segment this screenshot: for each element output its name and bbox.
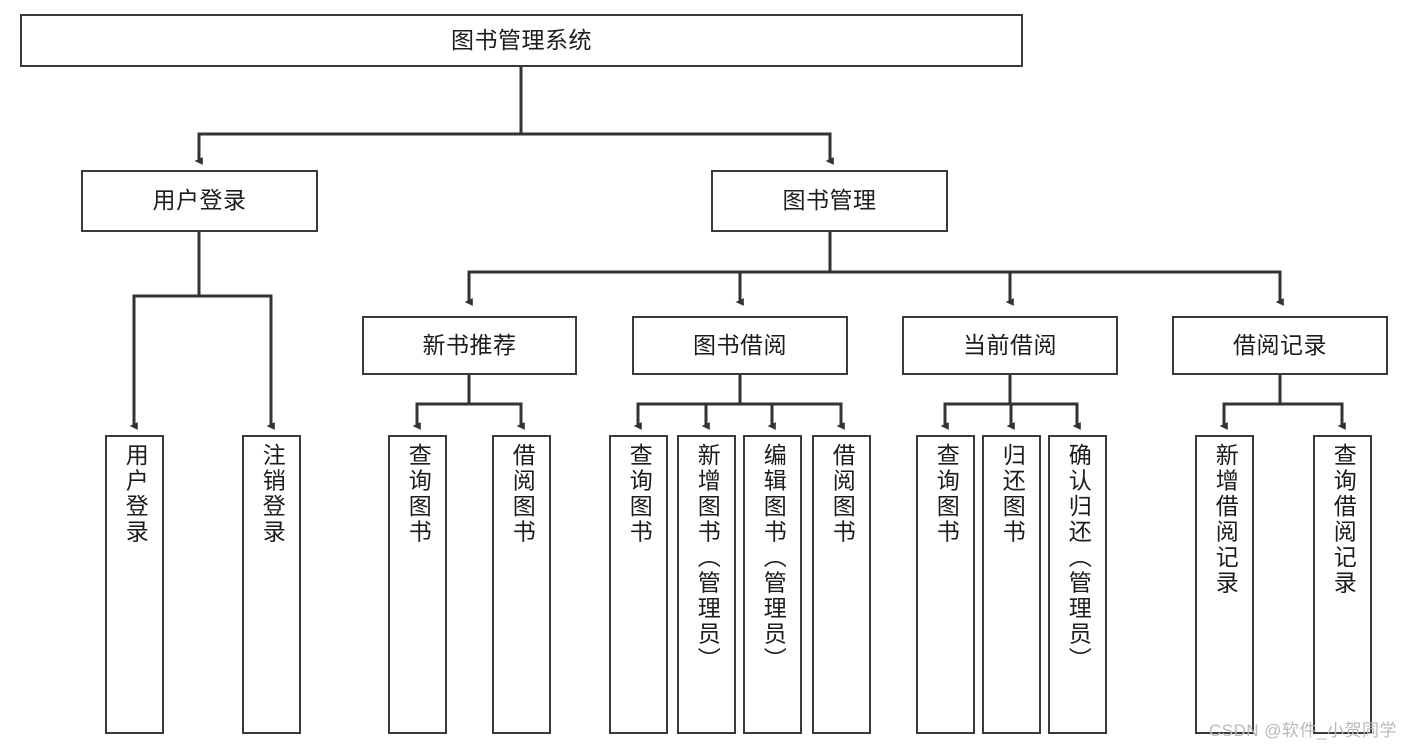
leaf-query-book-2-label: 查询图书 — [626, 443, 653, 545]
leaf-query-book-3[interactable]: 查询图书 — [916, 435, 975, 734]
node-book-borrow-label: 图书借阅 — [693, 331, 787, 358]
node-new-book-recommend-label: 新书推荐 — [422, 331, 517, 358]
leaf-borrow-book-2[interactable]: 借阅图书 — [812, 435, 871, 734]
leaf-query-book-1-label: 查询图书 — [405, 443, 432, 545]
leaf-borrow-book-2-label: 借阅图书 — [829, 443, 856, 545]
leaf-return-book-label: 归还图书 — [999, 443, 1026, 545]
leaf-logout-login-label: 注销登录 — [259, 443, 286, 545]
leaf-edit-book[interactable]: 编辑图书（管理员） — [743, 435, 802, 734]
leaf-confirm-return[interactable]: 确认归还（管理员） — [1048, 435, 1107, 734]
leaf-query-record[interactable]: 查询借阅记录 — [1313, 435, 1372, 734]
leaf-confirm-return-label: 确认归还（管理员） — [1065, 443, 1092, 673]
leaf-return-book[interactable]: 归还图书 — [982, 435, 1041, 734]
node-current-borrow-label: 当前借阅 — [963, 331, 1057, 358]
leaf-logout-login[interactable]: 注销登录 — [242, 435, 301, 734]
node-borrow-record[interactable]: 借阅记录 — [1172, 316, 1388, 375]
node-user-login-label: 用户登录 — [152, 187, 247, 214]
node-user-login[interactable]: 用户登录 — [81, 170, 318, 232]
leaf-add-book-label: 新增图书（管理员） — [694, 443, 721, 673]
node-book-manage-label: 图书管理 — [782, 187, 877, 214]
node-new-book-recommend[interactable]: 新书推荐 — [362, 316, 577, 375]
leaf-add-record-label: 新增借阅记录 — [1212, 443, 1239, 596]
leaf-query-book-3-label: 查询图书 — [933, 443, 960, 545]
leaf-user-login[interactable]: 用户登录 — [105, 435, 164, 734]
node-root-label: 图书管理系统 — [451, 26, 592, 53]
leaf-query-book-2[interactable]: 查询图书 — [609, 435, 668, 734]
leaf-borrow-book-1-label: 借阅图书 — [509, 443, 536, 545]
leaf-query-record-label: 查询借阅记录 — [1330, 443, 1357, 596]
leaf-user-login-label: 用户登录 — [122, 443, 149, 545]
leaf-add-book[interactable]: 新增图书（管理员） — [677, 435, 736, 734]
node-borrow-record-label: 借阅记录 — [1233, 331, 1327, 358]
leaf-query-book-1[interactable]: 查询图书 — [388, 435, 447, 734]
node-root[interactable]: 图书管理系统 — [20, 14, 1023, 67]
leaf-edit-book-label: 编辑图书（管理员） — [760, 443, 787, 673]
leaf-add-record[interactable]: 新增借阅记录 — [1195, 435, 1254, 734]
leaf-borrow-book-1[interactable]: 借阅图书 — [492, 435, 551, 734]
watermark: CSDN @软件_小贺同学 — [1208, 721, 1397, 740]
node-book-borrow[interactable]: 图书借阅 — [632, 316, 848, 375]
node-book-manage[interactable]: 图书管理 — [711, 170, 948, 232]
node-current-borrow[interactable]: 当前借阅 — [902, 316, 1118, 375]
